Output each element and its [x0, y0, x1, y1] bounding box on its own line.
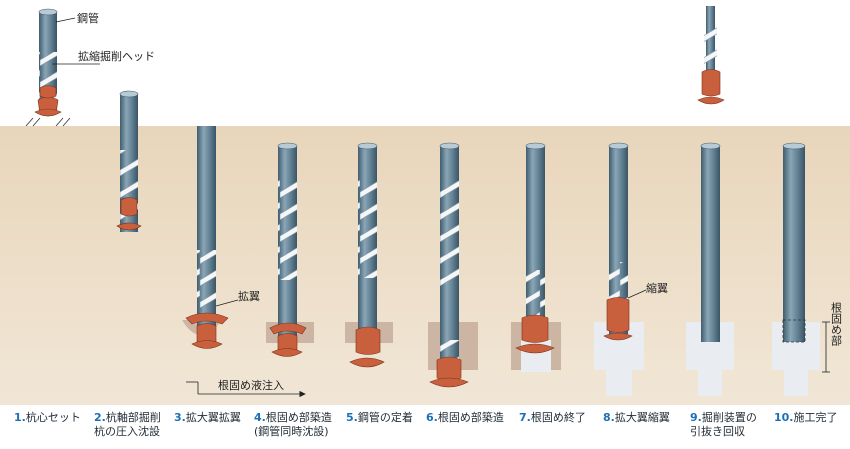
expanding-head-label: 拡縮掘削ヘッド: [78, 49, 155, 63]
step3-figure: [182, 126, 229, 349]
step-caption: 5.鋼管の定着: [346, 411, 413, 425]
step-caption: 10.施工完了: [774, 411, 838, 425]
step-text: 根固め終了: [530, 411, 586, 424]
step-number: 6.: [426, 411, 438, 424]
grout-injection-label: 根固め液注入: [218, 378, 284, 392]
step-caption: 9.掘削装置の 引抜き回収: [690, 411, 757, 439]
step-text: 根固め部築造: [437, 411, 504, 424]
step-text-2: 引抜き回収: [690, 425, 745, 438]
step-number: 8.: [603, 411, 615, 424]
step-text: 鋼管の定着: [357, 411, 413, 424]
step-text: 杭軸部掘削: [105, 411, 161, 424]
step-text: 根固め部築造: [265, 411, 332, 424]
step-number: 1.: [14, 411, 26, 424]
step-caption: 7.根固め終了: [519, 411, 586, 425]
step-text-2: 杭の圧入沈設: [94, 425, 160, 438]
step9-figure: [686, 6, 734, 396]
step-number: 10.: [774, 411, 794, 424]
step7-figure: [511, 142, 561, 372]
step-caption: 6.根固め部築造: [426, 411, 504, 425]
step-number: 5.: [346, 411, 358, 424]
step-text: 杭心セット: [25, 411, 81, 424]
step-text: 拡大翼拡翼: [185, 411, 241, 424]
step8-figure: [594, 142, 644, 396]
step-number: 9.: [690, 411, 702, 424]
step1-figure: [25, 8, 71, 127]
root-section-label: 根固め部: [830, 301, 843, 346]
step10-figure: [772, 142, 820, 396]
step-number: 2.: [94, 411, 106, 424]
step-text: 施工完了: [793, 411, 838, 424]
step-caption: 4.根固め部築造 (鋼管同時沈設): [254, 411, 332, 439]
step4-figure: [266, 142, 314, 357]
step-number: 3.: [174, 411, 186, 424]
contract-wing-label: 縮翼: [646, 281, 668, 295]
caption-band: [0, 405, 850, 449]
step-text: 掘削装置の: [701, 411, 757, 424]
step-text-2: (鋼管同時沈設): [254, 425, 329, 438]
step-number: 4.: [254, 411, 266, 424]
step-caption: 3.拡大翼拡翼: [174, 411, 241, 425]
steel-pipe-label: 鋼管: [77, 11, 99, 25]
step-number: 7.: [519, 411, 531, 424]
step2-figure: [116, 90, 142, 232]
expand-wing-label: 拡翼: [238, 289, 260, 303]
step-caption: 1.杭心セット: [14, 411, 81, 425]
step-caption: 2.杭軸部掘削 杭の圧入沈設: [94, 411, 161, 439]
step-text: 拡大翼縮翼: [614, 411, 670, 424]
step5-figure: [345, 142, 393, 368]
step6-figure: [428, 142, 478, 388]
step-caption: 8.拡大翼縮翼: [603, 411, 670, 425]
